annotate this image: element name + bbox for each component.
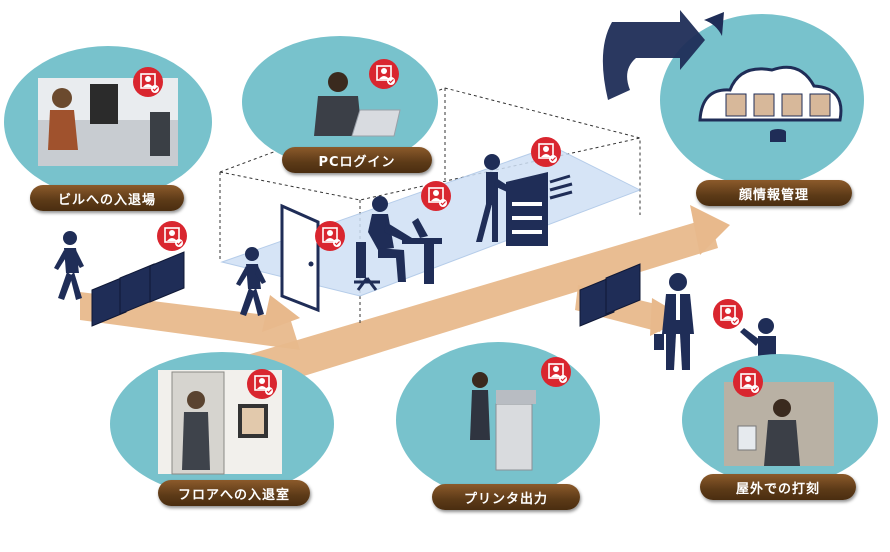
walking-person-icon (54, 231, 84, 300)
gate-panel-icon (149, 251, 185, 303)
ellipse-building (4, 46, 212, 198)
businessman-icon (654, 273, 694, 370)
label-printer: プリンタ出力 (432, 484, 580, 510)
label-floor: フロアへの入退室 (158, 480, 310, 506)
ellipse-floor (110, 352, 334, 496)
ellipse-face-db (660, 14, 864, 186)
door-icon (280, 203, 320, 313)
copier-icon (476, 154, 573, 246)
ellipse-outdoor (682, 354, 878, 486)
label-face-db: 顔情報管理 (696, 180, 852, 206)
office-worker-icon (354, 196, 442, 291)
label-outdoor: 屋外での打刻 (700, 474, 856, 500)
label-building: ビルへの入退場 (30, 185, 184, 211)
label-pc-login: PCログイン (282, 147, 432, 173)
refresh-sync-icon (602, 10, 724, 100)
